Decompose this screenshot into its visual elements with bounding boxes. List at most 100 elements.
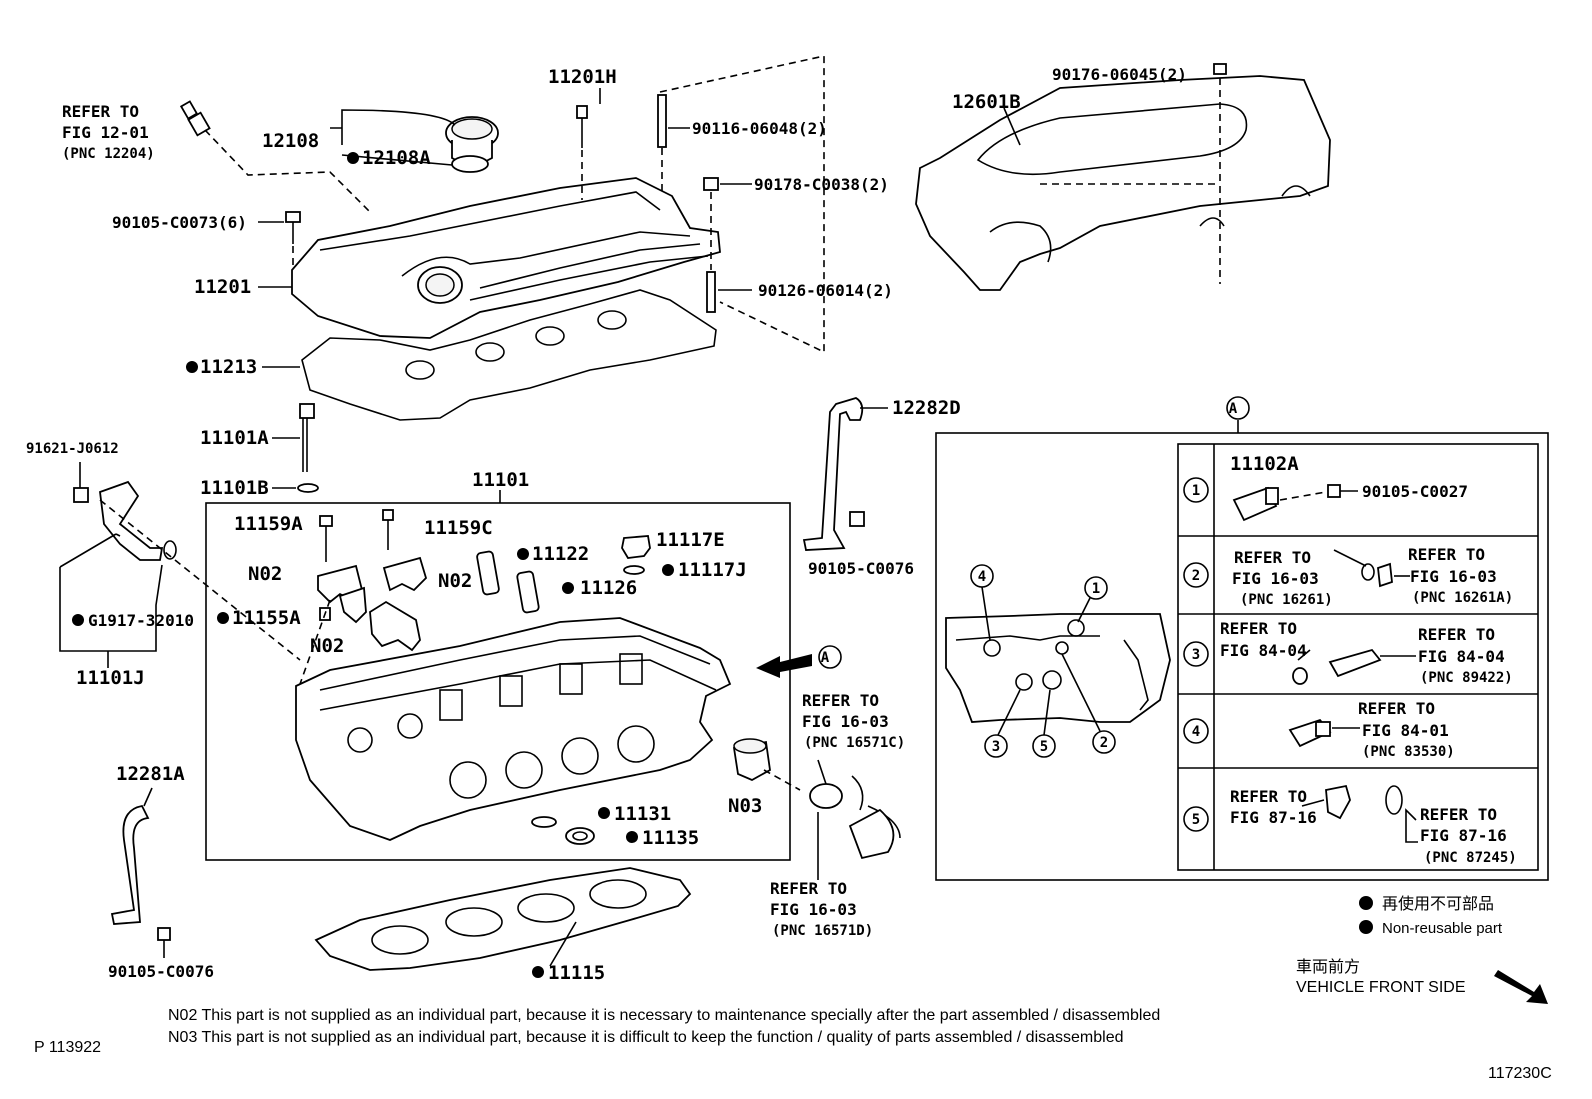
front-jp: 車両前方 xyxy=(1296,958,1360,976)
label-11122: 11122 xyxy=(532,543,589,565)
figure-id: 117230C xyxy=(1488,1065,1552,1082)
marker-5: 5 xyxy=(1040,739,1048,755)
bolt-11101A-icon xyxy=(299,403,315,472)
cylinder-head-cover-icon xyxy=(291,177,721,339)
label-12108A: 12108A xyxy=(362,147,431,169)
marker-4: 4 xyxy=(978,569,986,585)
row-1-num: 1 xyxy=(1192,483,1200,499)
cylinder-head-frame xyxy=(205,502,791,861)
bracket-12281A-icon xyxy=(110,804,150,925)
callout-a-top: A xyxy=(1229,401,1238,417)
oil-filler-cap-icon xyxy=(445,116,499,173)
callout-a-circle-mid xyxy=(818,645,842,669)
engine-cover-icon xyxy=(915,75,1331,291)
nut-90176-icon xyxy=(1213,63,1227,75)
row-3-right-b: FIG 84-04 xyxy=(1418,647,1505,666)
label-11159A: 11159A xyxy=(234,513,303,535)
refer-16571d-line1: REFER TO xyxy=(770,879,847,898)
row-4-right-b: FIG 84-01 xyxy=(1362,721,1449,740)
row-5-right-b: FIG 87-16 xyxy=(1420,826,1507,845)
row-5-left-a: REFER TO xyxy=(1230,787,1307,806)
row-2-num: 2 xyxy=(1192,568,1200,584)
detail-table xyxy=(1177,443,1539,871)
water-hose-clamp-icon xyxy=(1325,784,1403,820)
row-5-num: 5 xyxy=(1192,812,1200,828)
refer-16571c-line1: REFER TO xyxy=(802,691,879,710)
detail-a-panel xyxy=(935,432,1549,881)
note-n03: N03 This part is not supplied as an indi… xyxy=(168,1029,1124,1046)
row-5-right-a: REFER TO xyxy=(1420,805,1497,824)
cover-gasket-icon xyxy=(301,289,717,421)
bolt-90105-c0076-b-icon xyxy=(157,927,171,941)
temp-sensor-icon xyxy=(1292,648,1382,685)
row-4-num: 4 xyxy=(1192,724,1200,740)
bolt-90105-c0076-a-icon xyxy=(849,511,865,527)
marker-3: 3 xyxy=(992,739,1000,755)
refer-fig-12-01-line3: (PNC 12204) xyxy=(62,146,155,162)
label-11117E: 11117E xyxy=(656,529,725,551)
legend-jp: 再使用不可部品 xyxy=(1382,895,1494,913)
cylinder-head-icon xyxy=(295,617,732,841)
label-90126-06014: 90126-06014(2) xyxy=(758,281,893,300)
legend-en: Non-reusable part xyxy=(1382,920,1503,937)
refer-fig-12-01-line1: REFER TO xyxy=(62,102,139,121)
plug-11117E-icon xyxy=(621,535,651,559)
bolt-11201H-icon xyxy=(576,105,588,148)
valve-cover-group xyxy=(179,88,752,421)
seal-11135-icon xyxy=(565,827,595,845)
cam-cap-bolt-icon xyxy=(319,509,394,562)
label-12601B: 12601B xyxy=(952,91,1021,113)
label-11101J: 11101J xyxy=(76,667,145,689)
label-11213: 11213 xyxy=(200,356,257,378)
hose-clip-icon xyxy=(1361,562,1393,588)
row-3-num: 3 xyxy=(1192,647,1200,663)
nut-90178-icon xyxy=(703,177,719,191)
row-3-right-c: (PNC 89422) xyxy=(1420,670,1513,686)
plug-tube-icon xyxy=(476,550,540,614)
row-2-left-c: (PNC 16261) xyxy=(1240,592,1333,608)
label-n03: N03 xyxy=(728,795,762,817)
stud-90126-icon xyxy=(706,271,716,313)
label-11201H: 11201H xyxy=(548,66,617,88)
row-3-left-b: FIG 84-04 xyxy=(1220,641,1307,660)
front-en: VEHICLE FRONT SIDE xyxy=(1296,979,1466,996)
detail-engine-block-icon xyxy=(945,613,1171,723)
label-12108: 12108 xyxy=(262,130,319,152)
marker-1: 1 xyxy=(1092,581,1100,597)
pcv-valve-icon xyxy=(179,100,211,137)
note-n02: N02 This part is not supplied as an indi… xyxy=(168,1007,1160,1024)
label-90116-06048: 90116-06048(2) xyxy=(692,119,827,138)
label-11155A: 11155A xyxy=(232,607,301,629)
row-2-left-b: FIG 16-03 xyxy=(1232,569,1319,588)
bolt-90105-c0027-icon xyxy=(1327,484,1341,498)
row-2-right-b: FIG 16-03 xyxy=(1410,567,1497,586)
row-3-right-a: REFER TO xyxy=(1418,625,1495,644)
label-11115: 11115 xyxy=(548,962,605,984)
oil-pressure-switch-icon xyxy=(1288,718,1332,748)
refer-16571c-line3: (PNC 16571C) xyxy=(804,735,905,751)
refer-16571c-line2: FIG 16-03 xyxy=(802,712,889,731)
head-gasket-icon xyxy=(314,867,692,971)
row-2-right-c: (PNC 16261A) xyxy=(1412,590,1513,606)
detail-markers xyxy=(970,564,1116,758)
callout-a-circle-top xyxy=(1226,396,1250,420)
oil-control-valve-icon xyxy=(73,480,177,561)
hose-clamp-icon xyxy=(809,775,901,860)
callout-a-mid: A xyxy=(821,650,830,666)
cam-bearing-cap-icon xyxy=(317,556,428,652)
refer-fig-12-01-line2: FIG 12-01 xyxy=(62,123,149,142)
label-g1917-32010: G1917-32010 xyxy=(88,611,194,630)
row-3-left-a: REFER TO xyxy=(1220,619,1297,638)
label-12281A: 12281A xyxy=(116,763,185,785)
marker-2: 2 xyxy=(1100,735,1108,751)
label-11126: 11126 xyxy=(580,577,637,599)
label-90178-c0038: 90178-C0038(2) xyxy=(754,175,889,194)
label-n02-a: N02 xyxy=(248,563,282,585)
row-2-right-a: REFER TO xyxy=(1408,545,1485,564)
label-11101B: 11101B xyxy=(200,477,269,499)
bolt-90105-c0073-icon xyxy=(285,211,301,244)
label-90105-c0076-a: 90105-C0076 xyxy=(808,559,914,578)
gasket-11117J-icon xyxy=(623,565,645,575)
arrow-to-detail-a-icon xyxy=(756,654,812,678)
